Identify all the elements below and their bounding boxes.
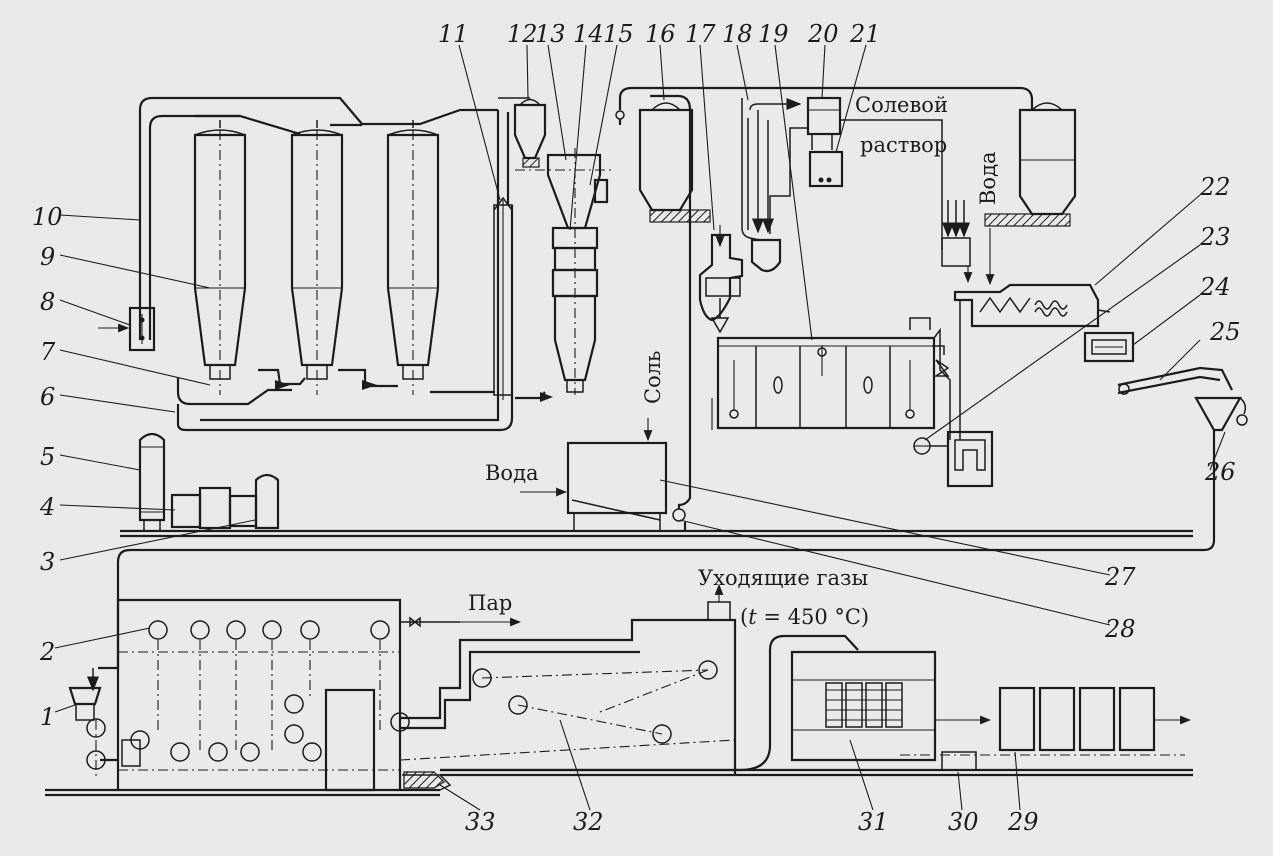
brine-pipeline xyxy=(615,86,1034,241)
callout-14: 14 xyxy=(573,20,604,48)
callout-33: 33 xyxy=(465,808,496,836)
callout-19: 19 xyxy=(758,20,789,48)
callout-11: 11 xyxy=(438,20,469,48)
callout-1: 1 xyxy=(40,703,55,731)
callout-3: 3 xyxy=(40,548,55,576)
feed-conveyor xyxy=(87,366,1248,692)
upper-floor xyxy=(120,529,1193,538)
packing-machine xyxy=(790,650,1185,771)
stream-labels: Солевой раствор Вода Соль Вода Пар Уходя… xyxy=(468,93,1000,629)
callout-15: 15 xyxy=(603,20,634,48)
callout-32: 32 xyxy=(573,808,604,836)
water-feed xyxy=(941,200,973,284)
salt-hopper xyxy=(638,102,711,223)
callout-20: 20 xyxy=(807,20,839,48)
callout-12: 12 xyxy=(507,20,538,48)
dryer-chamber xyxy=(390,583,737,791)
boiler-kiln xyxy=(68,598,522,792)
callout-21: 21 xyxy=(849,20,881,48)
callout-6: 6 xyxy=(40,383,55,411)
mixing-tank xyxy=(711,317,951,440)
callout-31: 31 xyxy=(858,808,889,836)
callout-28: 28 xyxy=(1104,615,1136,643)
callout-26: 26 xyxy=(1204,458,1236,486)
steam-label: Пар xyxy=(468,591,512,615)
salt-solution-label-2: раствор xyxy=(860,133,947,157)
callout-29: 29 xyxy=(1007,808,1039,836)
callout-16: 16 xyxy=(645,20,676,48)
salt-solution-label-1: Солевой xyxy=(855,93,948,117)
callout-13: 13 xyxy=(535,20,566,48)
exhaust-temp-label: (t = 450 °C) xyxy=(740,605,869,629)
screw-conveyor xyxy=(953,283,1111,440)
water-inlet-label: Вода xyxy=(485,461,539,485)
brine-tanks xyxy=(769,96,943,250)
dosing-pump xyxy=(913,430,994,488)
callout-numbers: 1 2 3 4 5 6 7 8 9 10 11 12 13 14 15 16 1… xyxy=(32,20,1241,836)
callout-25: 25 xyxy=(1209,318,1241,346)
pneumatic-pipeline xyxy=(138,96,546,432)
callout-27: 27 xyxy=(1104,563,1136,591)
lower-floor xyxy=(45,768,1193,797)
callout-24: 24 xyxy=(1199,273,1231,301)
callout-9: 9 xyxy=(40,243,55,271)
silo-group xyxy=(193,120,440,395)
callout-30: 30 xyxy=(948,808,979,836)
leader-lines xyxy=(54,44,1226,811)
salt-label: Соль xyxy=(641,351,665,404)
dosing-hopper xyxy=(513,98,547,168)
right-hopper xyxy=(984,102,1077,286)
water-label-vertical: Вода xyxy=(976,151,1000,205)
callout-4: 4 xyxy=(39,493,55,521)
mill xyxy=(515,148,612,402)
transfer-pipe xyxy=(440,634,859,772)
callout-17: 17 xyxy=(685,20,716,48)
containers xyxy=(998,686,1192,752)
callout-18: 18 xyxy=(722,20,753,48)
blower-unit xyxy=(138,432,280,530)
air-filter xyxy=(98,306,156,352)
callout-5: 5 xyxy=(40,443,55,471)
callout-23: 23 xyxy=(1199,223,1231,251)
callout-7: 7 xyxy=(40,338,56,366)
callout-22: 22 xyxy=(1199,173,1231,201)
callout-10: 10 xyxy=(32,203,63,231)
salt-dissolver xyxy=(520,94,692,530)
mixer-screw xyxy=(698,225,782,334)
callout-8: 8 xyxy=(40,288,55,316)
extruder xyxy=(1083,331,1135,363)
exhaust-gases-label: Уходящие газы xyxy=(698,566,868,590)
separator-pipe xyxy=(493,196,513,400)
callout-2: 2 xyxy=(39,638,55,666)
